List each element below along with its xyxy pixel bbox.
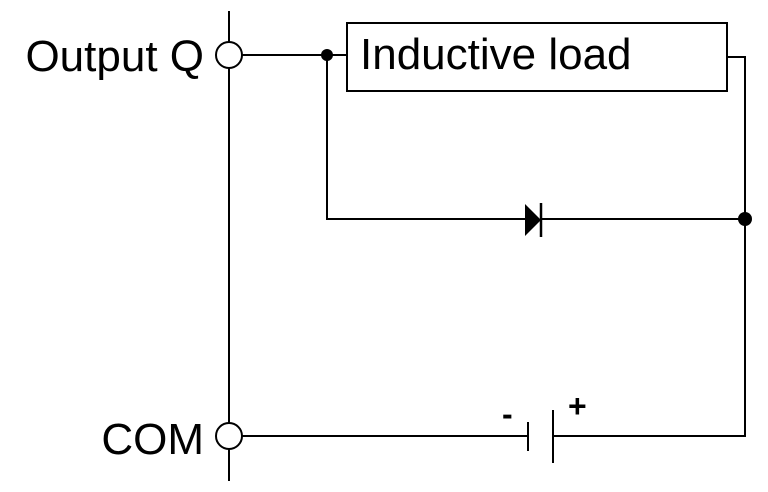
output-terminal-label: Output Q [25, 32, 204, 81]
output-terminal-icon [215, 41, 243, 69]
diode-branch-wire [326, 54, 526, 220]
com-terminal-label: COM [101, 415, 204, 464]
junction-dot-output-icon [321, 49, 333, 61]
inductive-load-label: Inductive load [360, 30, 632, 79]
junction-dot-load-icon [738, 212, 752, 226]
freewheel-diode-icon [525, 203, 543, 237]
com-terminal-icon [215, 422, 243, 450]
load-return-wire [552, 56, 746, 437]
supply-positive-label: + [568, 388, 587, 424]
supply-negative-label: - [502, 396, 513, 432]
